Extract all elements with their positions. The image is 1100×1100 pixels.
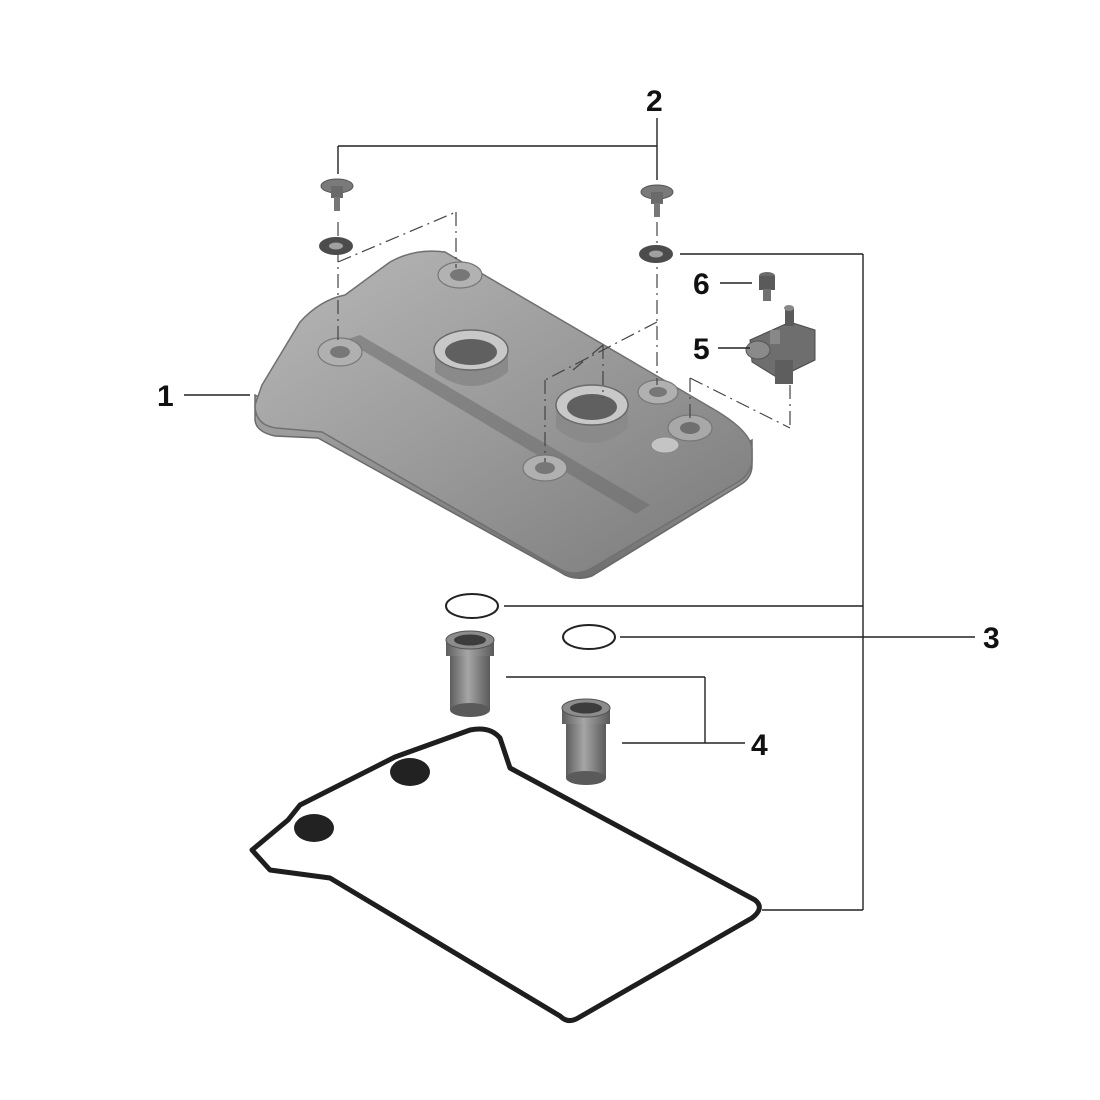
- valve-cover-ridge: [345, 335, 650, 514]
- callout-1: 1: [157, 380, 174, 413]
- callout-4: 4: [751, 729, 768, 762]
- bolt-right: [640, 184, 674, 217]
- bolt-left: [320, 178, 354, 211]
- screw: [759, 272, 775, 301]
- callout-6: 6: [693, 268, 710, 301]
- o-ring-1: [445, 593, 499, 619]
- gasket-lobe-2: [390, 758, 430, 786]
- washer-right: [639, 245, 673, 263]
- tube-opening-2: [555, 384, 629, 443]
- callout-2: 2: [646, 85, 663, 118]
- valve-cover: [254, 250, 753, 579]
- valve-cover-body: [254, 250, 753, 574]
- washer-left: [319, 237, 353, 255]
- leader-lines: [184, 118, 975, 911]
- tube-opening-1: [433, 329, 509, 386]
- o-ring-2: [562, 624, 616, 650]
- gasket: [249, 726, 762, 1024]
- sleeve-2: [561, 698, 611, 785]
- sleeve-1: [445, 630, 495, 717]
- sensor: [745, 305, 816, 384]
- gasket-lobe-1: [294, 814, 334, 842]
- callout-5: 5: [693, 333, 710, 366]
- boss-small: [650, 436, 680, 454]
- callout-3: 3: [983, 622, 1000, 655]
